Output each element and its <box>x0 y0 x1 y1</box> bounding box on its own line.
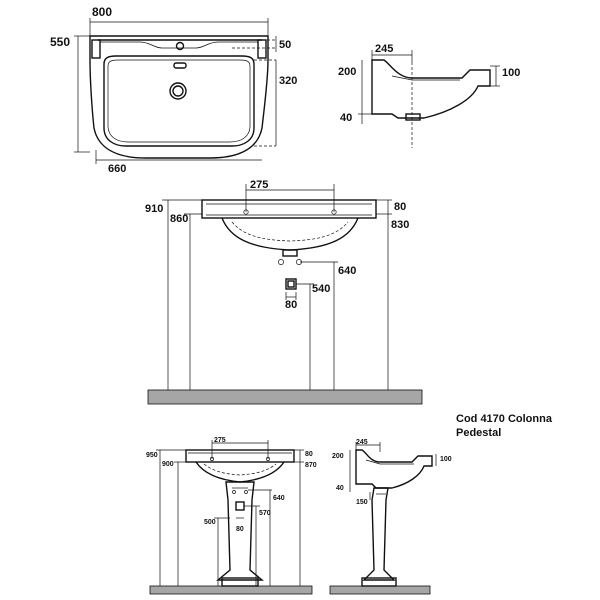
ped-dim-rim: 900 <box>162 461 174 468</box>
side-waste <box>405 113 421 121</box>
bowl-outline <box>103 55 255 147</box>
ped-side-profile <box>355 449 433 489</box>
pedestal-side-floor <box>329 585 431 595</box>
wall-dim-overflow: 830 <box>391 219 409 231</box>
ped-dim-centers: 275 <box>214 437 226 444</box>
ped-dim-column: 500 <box>204 519 216 526</box>
overflow-slot <box>173 62 187 69</box>
ped-front-rim <box>185 449 295 463</box>
front-waste-neck <box>282 249 298 257</box>
wall-dim-waste: 540 <box>312 283 330 295</box>
side-view: 245 200 40 100 <box>338 43 520 148</box>
dim-bowl-depth: 320 <box>279 75 297 87</box>
side-dim-depth: 245 <box>375 43 393 55</box>
caption-line2: Pedestal <box>456 427 502 439</box>
wall-view: 275 910 860 80 830 640 540 80 <box>145 179 423 405</box>
dim-rim: 50 <box>279 39 291 51</box>
wall-dim-supply: 640 <box>338 265 356 277</box>
ped-dim-thickness: 80 <box>305 451 313 458</box>
front-bowl <box>221 217 359 251</box>
right-bracket <box>257 39 267 59</box>
dim-depth: 550 <box>50 35 70 49</box>
wall-dim-top: 910 <box>145 203 163 215</box>
wall-dim-waste-width: 80 <box>285 299 297 311</box>
ped-dim-supply: 640 <box>273 495 285 502</box>
dim-width: 800 <box>92 5 112 19</box>
left-bracket <box>91 39 101 59</box>
ped-dim-overflow: 870 <box>305 462 317 469</box>
pedestal-side-view: 245 200 40 100 150 <box>329 439 452 595</box>
side-dim-waste: 40 <box>340 112 352 124</box>
ped-side-dim-height: 200 <box>332 453 344 460</box>
ped-side-dim-column: 150 <box>356 499 368 506</box>
pedestal-floor <box>149 585 313 595</box>
wall-dim-rim: 860 <box>170 213 188 225</box>
wall-dim-centers: 275 <box>250 179 268 191</box>
pedestal-front-view: 275 950 900 80 870 640 570 500 80 <box>146 437 317 595</box>
floor <box>147 389 423 405</box>
dim-bowl-width: 660 <box>108 163 126 175</box>
ped-dim-waste: 570 <box>259 510 271 517</box>
caption-line1: Cod 4170 Colonna <box>456 413 552 425</box>
wall-dim-thickness: 80 <box>394 201 406 213</box>
side-dim-rim: 100 <box>502 67 520 79</box>
ped-side-column <box>362 487 396 581</box>
pedestal-caption: Cod 4170 Colonna Pedestal <box>456 412 552 440</box>
ped-side-dim-rim: 100 <box>440 456 452 463</box>
side-profile <box>371 59 491 119</box>
ped-dim-waste-width: 80 <box>236 526 244 533</box>
side-dim-height: 200 <box>338 66 356 78</box>
drain <box>169 82 187 100</box>
basin-top-outline <box>89 35 269 159</box>
top-view: 800 550 50 320 660 <box>50 5 297 175</box>
tap-hole <box>175 41 185 51</box>
ped-dim-top: 950 <box>146 452 158 459</box>
ped-side-dim-waste: 40 <box>336 485 344 492</box>
front-rim <box>201 199 377 219</box>
ped-side-dim-depth: 245 <box>356 439 368 446</box>
ped-column <box>216 481 264 581</box>
